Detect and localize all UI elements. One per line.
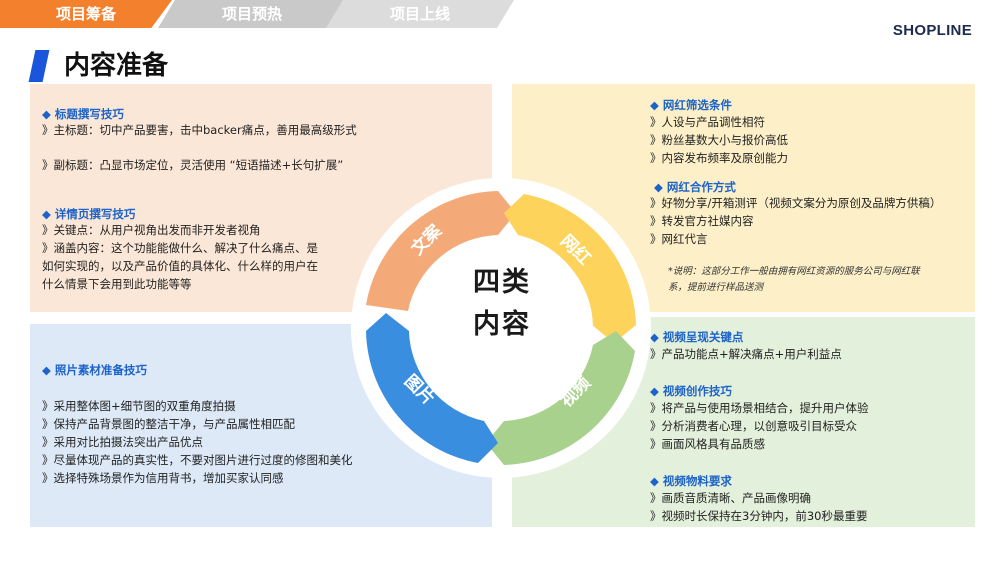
content-cycle-diagram — [351, 178, 651, 478]
video-material-heading: ◆ 视频物料要求 — [650, 474, 732, 488]
video-create-heading: ◆ 视频创作技巧 — [650, 384, 732, 398]
step-tabs: 项目筹备 项目预热 项目上线 — [0, 0, 520, 28]
influencer-filter-heading: ◆ 网红筛选条件 — [650, 98, 732, 112]
list-item: 》人设与产品调性相符 — [650, 115, 765, 129]
title-accent-bar — [28, 50, 50, 82]
tab-project-launch[interactable]: 项目上线 — [326, 0, 514, 28]
copywriting-panel: ◆ 标题撰写技巧 》主标题：切中产品要害，击中backer痛点，善用最高级形式 … — [30, 84, 492, 312]
shopline-logo: SHOPLINE — [892, 22, 972, 39]
list-item: 》关键点：从用户视角出发而非开发者视角 — [42, 223, 261, 237]
list-item: 》内容发布频率及原创能力 — [650, 151, 788, 165]
center-label: 四类 内容 — [440, 262, 564, 346]
list-item: 》采用对比拍摄法突出产品优点 — [42, 435, 203, 449]
title-writing-heading: ◆ 标题撰写技巧 — [42, 107, 124, 121]
video-key-heading: ◆ 视频呈现关键点 — [650, 330, 744, 344]
center-label-line2: 内容 — [473, 309, 531, 340]
influencer-coop-heading: ◆ 网红合作方式 — [654, 180, 736, 194]
photo-heading: ◆ 照片素材准备技巧 — [42, 363, 147, 377]
tab-project-prep[interactable]: 项目筹备 — [0, 0, 172, 28]
page-title: 内容准备 — [64, 51, 169, 81]
list-item: 》粉丝基数大小与报价高低 — [650, 133, 788, 147]
video-segment — [486, 331, 635, 465]
list-item: 》分析消费者心理，以创意吸引目标受众 — [650, 419, 857, 433]
list-item: 》副标题：凸显市场定位，灵活使用 “短语描述+长句扩展” — [42, 158, 344, 172]
list-item: 》将产品与使用场景相结合，提升用户体验 — [650, 401, 869, 415]
influencer-note: 系，提前进行样品送测 — [668, 282, 764, 293]
list-item: 如何实现的，以及产品价值的具体化、什么样的用户在 — [42, 259, 318, 273]
list-item: 》选择特殊场景作为信用背书，增加买家认同感 — [42, 471, 284, 485]
influencer-segment — [504, 194, 636, 343]
list-item: 什么情景下会用到此功能等等 — [42, 277, 192, 291]
list-item: 》保持产品背景图的整洁干净，与产品属性相匹配 — [42, 417, 295, 431]
photo-segment — [366, 313, 498, 463]
list-item: 》涵盖内容：这个功能能做什么、解决了什么痛点、是 — [42, 241, 318, 255]
list-item: 》尽量体现产品的真实性，不要对图片进行过度的修图和美化 — [42, 453, 353, 467]
ring-center — [409, 236, 593, 420]
copy-segment — [366, 191, 516, 311]
list-item: 》视频时长保持在3分钟内，前30秒最重要 — [650, 509, 868, 523]
list-item: 》画面风格具有品质感 — [650, 437, 765, 451]
center-label-line1: 四类 — [473, 267, 531, 298]
influencer-note: *说明：这部分工作一般由拥有网红资源的服务公司与网红联 — [668, 266, 920, 277]
detail-writing-heading: ◆ 详情页撰写技巧 — [42, 207, 136, 221]
list-item: 》画质音质清晰、产品画像明确 — [650, 491, 811, 505]
influencer-panel: ◆ 网红筛选条件 》人设与产品调性相符 》粉丝基数大小与报价高低 》内容发布频率… — [512, 84, 975, 312]
list-item: 》转发官方社媒内容 — [650, 214, 754, 228]
list-item: 》好物分享/开箱测评（视频文案分为原创及品牌方供稿） — [650, 196, 942, 210]
list-item: 》产品功能点+解决痛点+用户利益点 — [650, 347, 842, 361]
list-item: 》网红代言 — [650, 232, 708, 246]
tab-project-warmup[interactable]: 项目预热 — [158, 0, 346, 28]
list-item: 》主标题：切中产品要害，击中backer痛点，善用最高级形式 — [42, 123, 357, 137]
list-item: 》采用整体图+细节图的双重角度拍摄 — [42, 399, 236, 413]
